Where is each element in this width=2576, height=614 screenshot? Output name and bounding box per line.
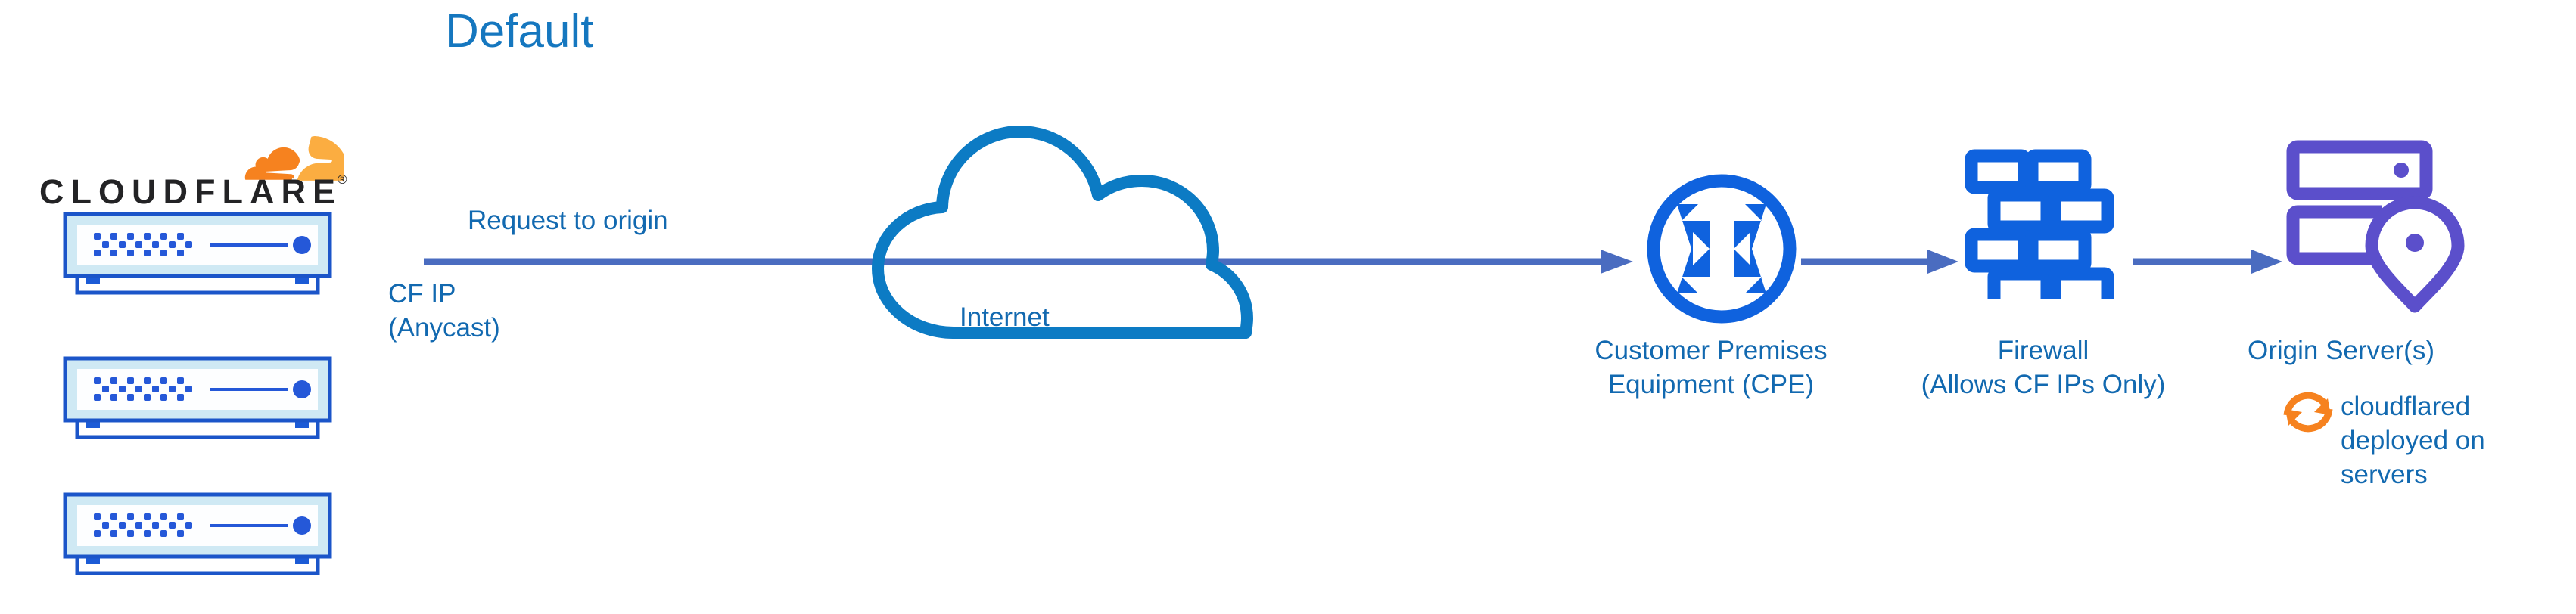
arrow-cpe-to-firewall <box>1801 250 1958 274</box>
cloudflare-cloud-logo-icon <box>244 136 344 181</box>
page-title: Default <box>445 5 594 57</box>
node-label-cpe: Customer Premises Equipment (CPE) <box>1594 336 1828 399</box>
node-label-origin-server: Origin Server(s) <box>2248 336 2434 365</box>
router-icon <box>1647 174 1797 324</box>
brick-wall-icon <box>1965 149 2114 299</box>
cloudflare-wordmark: CLOUDFLARE <box>39 172 342 211</box>
node-label-cf-ip: CF IP (Anycast) <box>388 279 500 343</box>
server-location-pin-icon <box>2286 140 2465 313</box>
annotation-cloudflared-deployed: cloudflared deployed on servers <box>2341 392 2485 489</box>
node-label-firewall: Firewall (Allows CF IPs Only) <box>1921 336 2166 399</box>
arrow-edge-to-cpe <box>424 250 1633 274</box>
server-rack-icon <box>63 212 332 295</box>
arrow-firewall-to-origin <box>2133 250 2282 274</box>
server-rack-icon <box>63 492 332 575</box>
node-label-internet: Internet <box>960 302 1050 332</box>
sync-arrows-icon <box>2283 392 2333 433</box>
cloud-icon <box>872 126 1253 339</box>
registered-trademark-icon: ® <box>338 172 347 187</box>
server-rack-icon <box>63 356 332 439</box>
edge-label-request-to-origin: Request to origin <box>468 206 668 235</box>
